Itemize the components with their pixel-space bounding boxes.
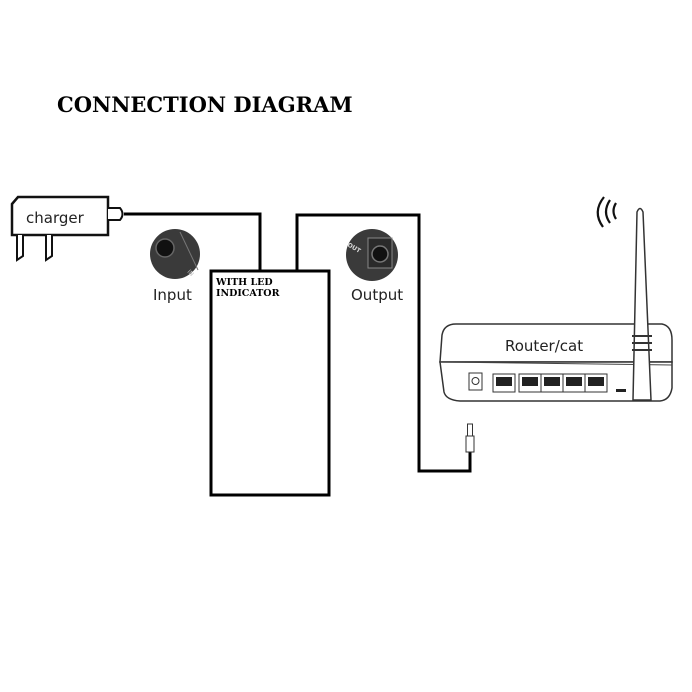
output-cable xyxy=(295,213,472,473)
led-indicator-label-line1: WITH LED xyxy=(215,277,273,288)
svg-text:IN: IN xyxy=(186,268,195,277)
power-port-icon xyxy=(468,372,483,391)
diagram-title: CONNECTION DIAGRAM xyxy=(57,92,353,117)
input-cable xyxy=(124,212,262,271)
plug-prong-icon xyxy=(16,235,24,262)
reset-button-icon xyxy=(616,389,626,392)
output-jack-icon: OUT xyxy=(346,229,398,281)
ethernet-ports-icon xyxy=(492,373,608,393)
charger: charger xyxy=(10,195,124,262)
led-indicator-label-line2: INDICATOR xyxy=(216,288,280,299)
input-jack-icon: IN xyxy=(150,229,200,279)
router-label: Router/cat xyxy=(505,337,583,355)
input-label: Input xyxy=(153,286,192,304)
dc-plug-icon xyxy=(465,423,475,453)
antenna-icon xyxy=(632,207,652,401)
plug-prong-icon xyxy=(45,235,53,262)
output-label: Output xyxy=(351,286,403,304)
charger-label: charger xyxy=(26,209,85,227)
power-bank: WITH LED INDICATOR xyxy=(209,269,331,497)
router: Router/cat xyxy=(439,323,673,402)
wifi-signal-icon xyxy=(596,196,617,228)
